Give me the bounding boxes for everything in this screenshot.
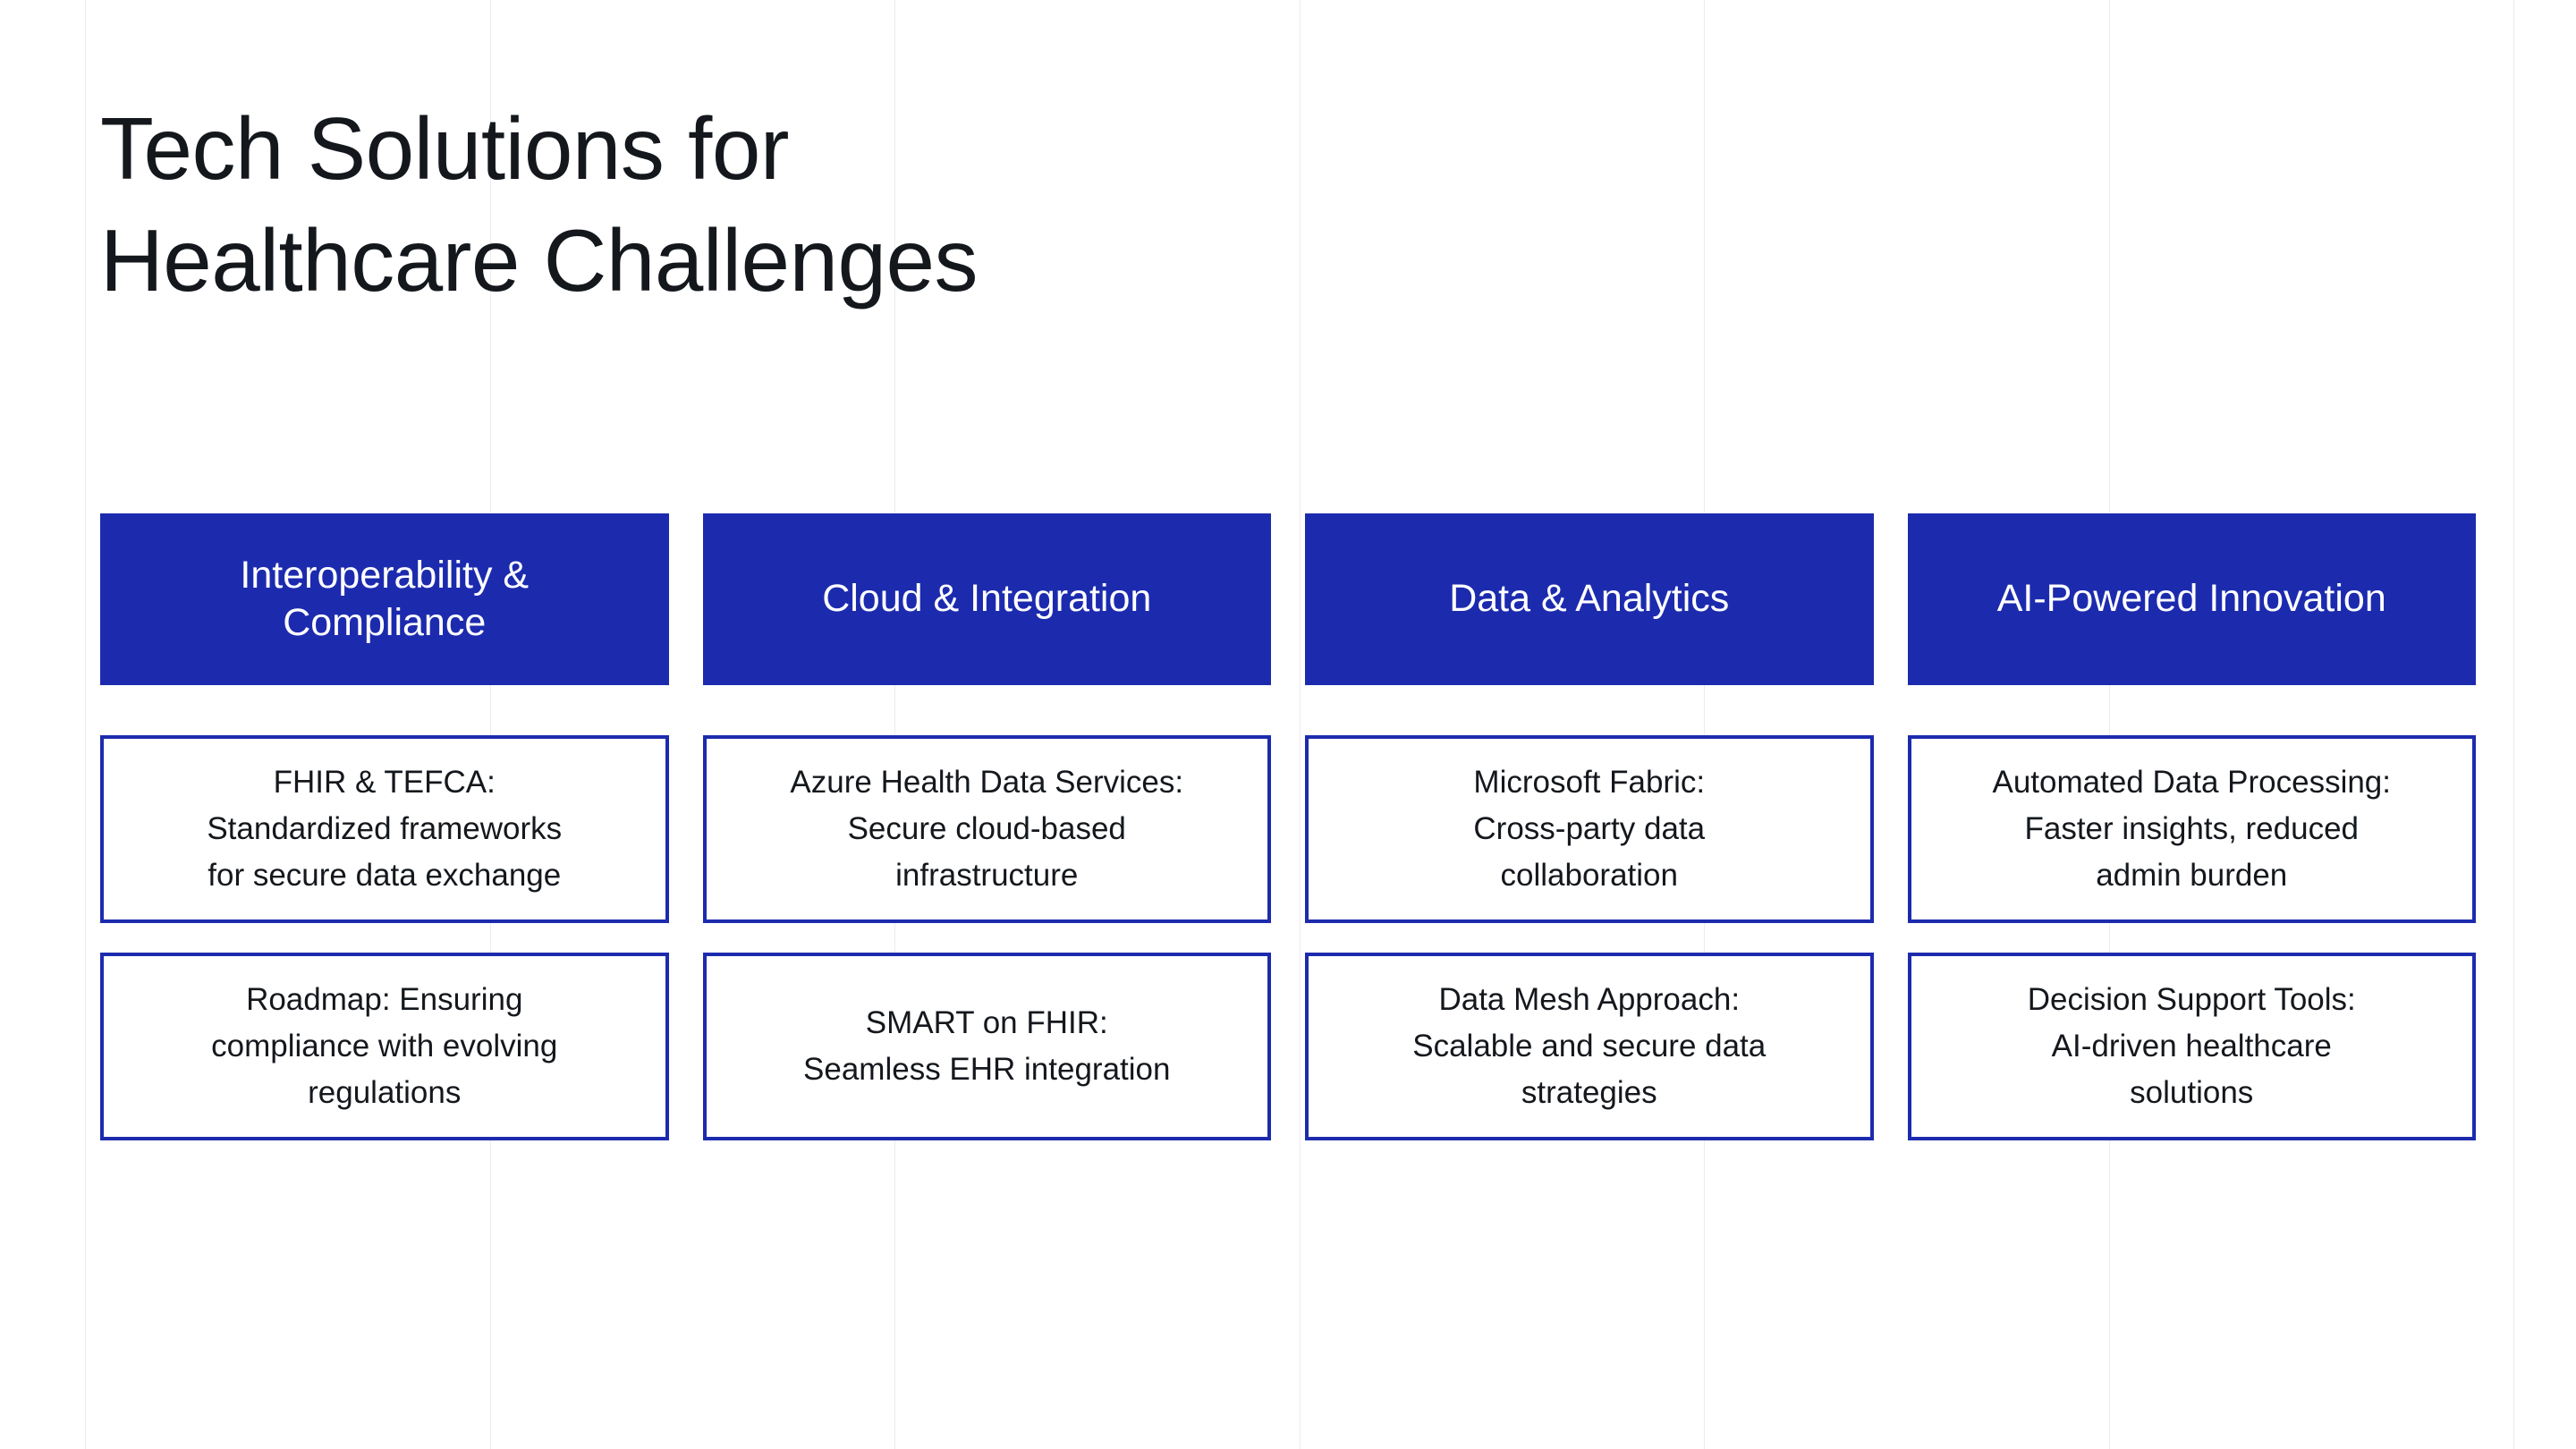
- solution-card-2-2[interactable]: SMART on FHIR: Seamless EHR integration: [702, 953, 1271, 1140]
- gridline-6: [2513, 0, 2514, 1449]
- solution-card-3-2[interactable]: Data Mesh Approach: Scalable and secure …: [1305, 953, 1874, 1140]
- column-header-3[interactable]: Data & Analytics: [1305, 513, 1874, 685]
- solution-card-4-1[interactable]: Automated Data Processing: Faster insigh…: [1907, 735, 2476, 923]
- solution-column-ai-powered-innovation: AI-Powered Innovation Automated Data Pro…: [1907, 513, 2476, 1140]
- gridline-0: [85, 0, 86, 1449]
- column-header-1[interactable]: Interoperability & Compliance: [100, 513, 669, 685]
- column-header-4[interactable]: AI-Powered Innovation: [1907, 513, 2476, 685]
- solution-card-2-1[interactable]: Azure Health Data Services: Secure cloud…: [702, 735, 1271, 923]
- solutions-grid: Interoperability & Compliance FHIR & TEF…: [100, 513, 2476, 1140]
- solution-card-4-2[interactable]: Decision Support Tools: AI-driven health…: [1907, 953, 2476, 1140]
- column-header-2[interactable]: Cloud & Integration: [702, 513, 1271, 685]
- page-title: Tech Solutions for Healthcare Challenges: [100, 99, 978, 310]
- solution-card-3-1[interactable]: Microsoft Fabric: Cross-party data colla…: [1305, 735, 1874, 923]
- solution-column-interoperability-compliance: Interoperability & Compliance FHIR & TEF…: [100, 513, 669, 1140]
- solution-card-1-2[interactable]: Roadmap: Ensuring compliance with evolvi…: [100, 953, 669, 1140]
- solution-card-1-1[interactable]: FHIR & TEFCA: Standardized frameworks fo…: [100, 735, 669, 923]
- solution-column-cloud-integration: Cloud & Integration Azure Health Data Se…: [702, 513, 1271, 1140]
- solution-column-data-analytics: Data & Analytics Microsoft Fabric: Cross…: [1305, 513, 1874, 1140]
